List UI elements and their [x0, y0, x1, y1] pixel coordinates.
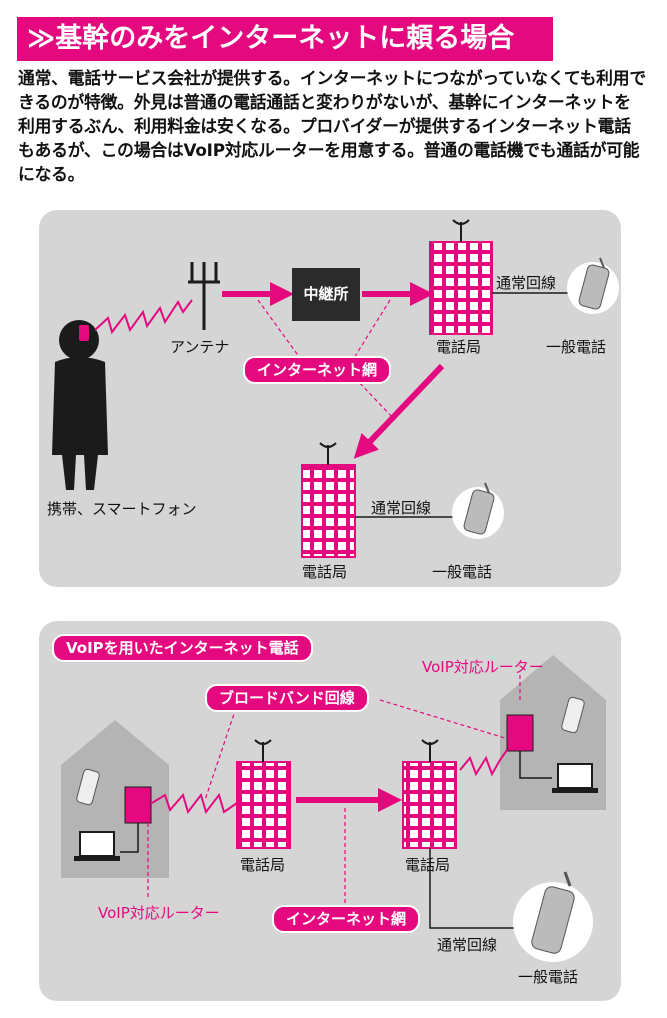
big-mobile-phone-icon [513, 871, 593, 962]
phone-station-building-1 [429, 219, 493, 335]
phone-2-label: 一般電話 [432, 563, 493, 581]
intro-text: 通常、電話サービス会社が提供する。インターネットにつながっていなくても利用できる… [18, 68, 646, 184]
bottom-phone-label: 一般電話 [518, 968, 579, 986]
mobile-phone-icon-2 [452, 482, 504, 539]
house-right-phone-icon [561, 696, 585, 734]
phone-station-building-2 [301, 442, 356, 558]
broadband-pill: ブロードバンド回線 [205, 684, 369, 712]
broadband-line-left [151, 792, 238, 815]
internet-network-pill: インターネット網 [243, 356, 392, 384]
mobile-user-label: 携帯、スマートフォン [47, 500, 197, 518]
phone-station-building-right [402, 739, 457, 849]
router-right-icon [506, 714, 534, 752]
bottom-normal-line-label: 通常回線 [437, 936, 498, 954]
broadband-line-right [459, 749, 508, 777]
mobile-phone-icon-1 [567, 257, 619, 314]
router-left-icon [124, 786, 152, 824]
router-right-label: VoIP対応ルーター [422, 658, 544, 676]
voip-heading-pill: VoIPを用いたインターネット電話 [52, 634, 313, 662]
antenna-label: アンテナ [170, 338, 230, 356]
station-1-label: 電話局 [436, 338, 482, 356]
antenna-icon [188, 262, 220, 330]
internet-dashed-lines [257, 299, 396, 421]
section-title: ≫基幹のみをインターネットに頼る場合 [17, 17, 553, 61]
phone-station-building-left [236, 739, 291, 849]
station-2-label: 電話局 [302, 563, 348, 581]
relay-station-box: 中継所 [292, 268, 360, 321]
station-to-station-arrow [353, 363, 445, 459]
normal-line-1-label: 通常回線 [496, 274, 557, 292]
router-left-label: VoIP対応ルーター [98, 904, 220, 922]
router-left-cable [120, 823, 139, 853]
router-right-cable [519, 751, 552, 779]
station-right-label: 電話局 [405, 856, 451, 874]
bottom-normal-line [429, 848, 525, 929]
house-left-phone-icon [76, 768, 100, 806]
normal-line-2-label: 通常回線 [371, 499, 432, 517]
house-left-laptop-icon [74, 831, 120, 861]
station-left-label: 電話局 [240, 856, 286, 874]
mobile-user-icon [52, 320, 108, 490]
radio-signal-line [94, 299, 193, 335]
phone-1-label: 一般電話 [546, 338, 607, 356]
bottom-dashed-lines [147, 675, 521, 905]
bottom-internet-pill: インターネット網 [272, 905, 421, 933]
house-right-laptop-icon [552, 763, 598, 793]
